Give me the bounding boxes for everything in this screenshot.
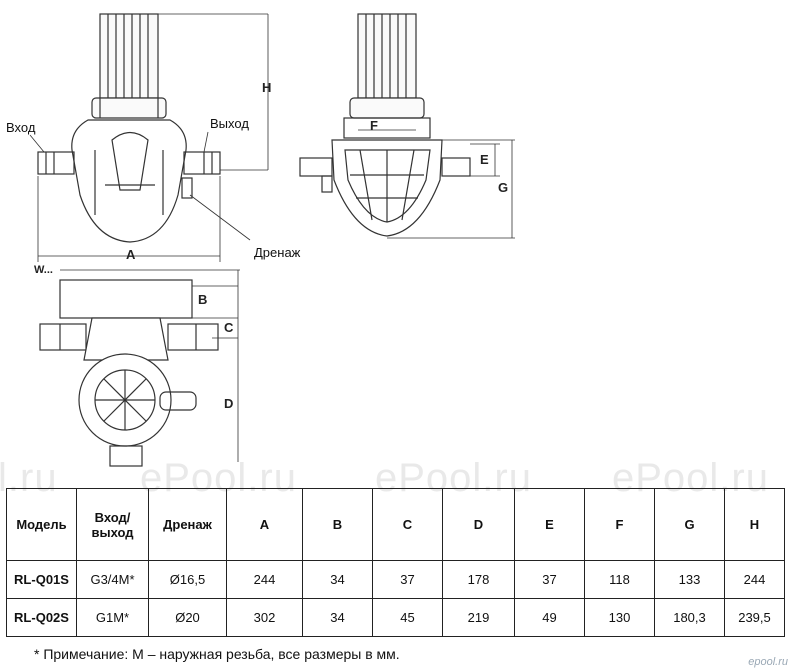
front-view [29,13,269,262]
table-cell: 130 [584,598,655,637]
table-cell: 239,5 [724,598,785,637]
table-cell: 178 [442,560,515,599]
dimension-e-label: E [480,152,489,167]
dimension-g-label: G [498,180,509,195]
drain-label: Дренаж [254,245,301,260]
table-cell: 302 [226,598,303,637]
inlet-label: Вход [6,120,36,135]
side-view [299,13,515,239]
header-a: A [226,488,303,561]
table-row: RL-Q01S G3/4M* Ø16,5 244 34 37 178 37 11… [6,560,785,599]
table-cell: 118 [584,560,655,599]
table-cell: G1M* [76,598,149,637]
table-cell: 219 [442,598,515,637]
table-header-row: Модель Вход/ выход Дренаж A B C D E F G … [6,488,785,561]
outlet-label: Выход [210,116,249,131]
partial-label: W... [34,264,53,276]
table-cell: 34 [302,560,373,599]
table-cell: 45 [372,598,443,637]
footnote: * Примечание: М – наружная резьба, все р… [34,646,400,662]
table-cell: 49 [514,598,585,637]
header-g: G [654,488,725,561]
top-view [39,269,240,467]
table-cell: RL-Q02S [6,598,77,637]
table-cell: 244 [226,560,303,599]
table-cell: 180,3 [654,598,725,637]
table-cell: Ø16,5 [148,560,227,599]
header-h: H [724,488,785,561]
table-cell: RL-Q01S [6,560,77,599]
dimension-b-label: B [198,292,208,307]
header-inlet-outlet: Вход/ выход [76,488,149,561]
header-c: C [372,488,443,561]
table-cell: 133 [654,560,725,599]
header-model: Модель [6,488,77,561]
table-cell: 244 [724,560,785,599]
dimension-h-label: H [262,80,272,95]
header-e: E [514,488,585,561]
header-f: F [584,488,655,561]
table-cell: 37 [372,560,443,599]
brand-watermark: epool.ru [748,656,788,668]
specification-table: Модель Вход/ выход Дренаж A B C D E F G … [6,488,785,637]
table-cell: G3/4M* [76,560,149,599]
dimension-c-label: C [224,320,234,335]
technical-drawing [29,13,515,467]
header-drain: Дренаж [148,488,227,561]
table-cell: Ø20 [148,598,227,637]
table-cell: 34 [302,598,373,637]
header-d: D [442,488,515,561]
dimension-a-label: A [126,247,136,262]
table-row: RL-Q02S G1M* Ø20 302 34 45 219 49 130 18… [6,598,785,637]
dimension-f-label: F [370,118,378,133]
dimension-d-label: D [224,396,234,411]
header-b: B [302,488,373,561]
table-cell: 37 [514,560,585,599]
